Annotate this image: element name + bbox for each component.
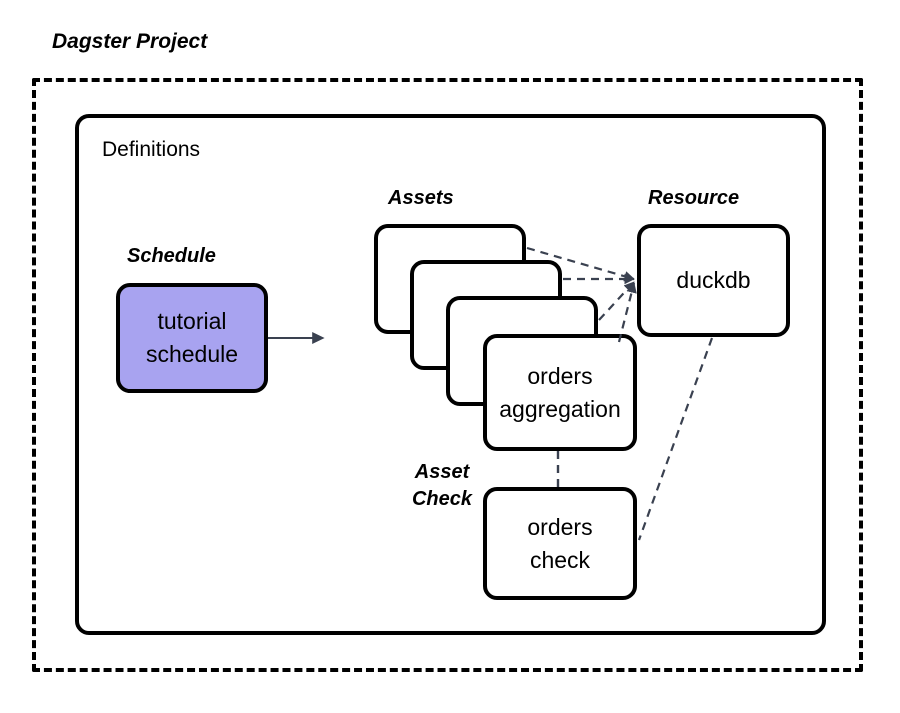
asset-check-node-label-line1: orders <box>527 513 593 540</box>
schedule-node-tutorial-schedule[interactable]: tutorial schedule <box>116 283 268 393</box>
project-title: Dagster Project <box>52 30 208 53</box>
asset-check-node-orders-check[interactable]: orders check <box>483 487 637 600</box>
asset-node-orders-aggregation[interactable]: orders aggregation <box>483 334 637 451</box>
resource-node-label: duckdb <box>676 267 751 294</box>
asset-check-node-label-line2: check <box>529 546 591 573</box>
definitions-label: Definitions <box>102 138 201 161</box>
asset-node-label-line2: aggregation <box>499 395 621 422</box>
resource-group-label: Resource <box>648 187 740 209</box>
schedule-node-label-line1: tutorial <box>157 308 227 335</box>
project-container <box>32 78 863 672</box>
schedule-node-label-line2: schedule <box>145 341 239 367</box>
schedule-group-label: Schedule <box>127 245 216 267</box>
assets-group-label: Assets <box>388 187 454 209</box>
asset-check-group-label: Asset Check <box>402 459 482 513</box>
asset-check-group-label-line1: Asset <box>414 461 470 483</box>
asset-node-label-line1: orders <box>527 362 593 389</box>
asset-check-group-label-line2: Check <box>411 488 473 510</box>
resource-node-duckdb[interactable]: duckdb <box>637 224 790 337</box>
